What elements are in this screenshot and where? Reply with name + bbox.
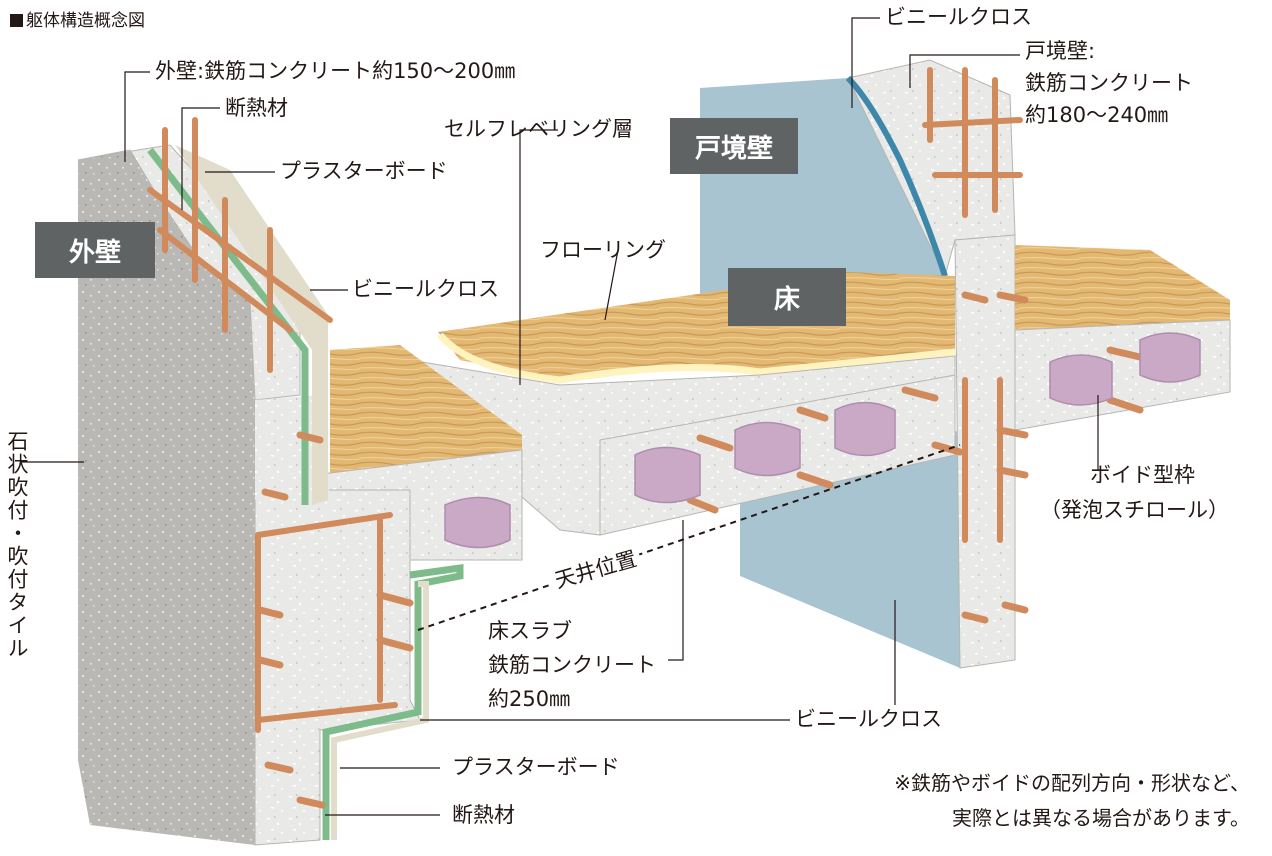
label-slab-1: 床スラブ: [488, 619, 572, 643]
label-plaster-board-bottom: プラスターボード: [452, 755, 620, 779]
label-slab-3: 約250㎜: [488, 687, 571, 711]
vinyl-cloth-edge: [845, 75, 948, 277]
title-text: 躯体構造概念図: [26, 11, 145, 31]
label-flooring: フローリング: [540, 238, 666, 262]
plaster-board-upper: [175, 145, 328, 505]
void-forms: [444, 332, 1201, 549]
tag-floor: 床: [728, 268, 846, 326]
note-line-2: 実際とは異なる場合があります。: [952, 806, 1250, 830]
label-boundary-wall-2: 鉄筋コンクリート: [1025, 71, 1193, 95]
tag-boundary-wall: 戸境壁: [670, 118, 798, 174]
label-self-leveling: セルフレベリング層: [444, 117, 633, 141]
disclaimer-note: ※鉄筋やボイドの配列方向・形状など、 実際とは異なる場合があります。: [894, 766, 1250, 836]
boundary-wall-section: [954, 234, 1016, 669]
rebar-ends: [256, 291, 1144, 809]
insulation-upper: [147, 147, 309, 505]
label-insulation-top: 断熱材: [225, 96, 288, 120]
diagram-title: 躯体構造概念図: [10, 6, 145, 31]
label-void-form-1: ボイド型枠: [1090, 463, 1195, 487]
label-boundary-wall-3: 約180〜240㎜: [1025, 103, 1169, 127]
tag-outer-wall: 外壁: [35, 222, 155, 278]
label-void-form-2: （発泡スチロール）: [1040, 498, 1229, 522]
label-insulation-bottom: 断熱材: [452, 803, 515, 827]
title-square-icon: [10, 14, 23, 27]
label-stone-finish: 石状吹付・吹付タイル: [5, 430, 29, 660]
exterior-wall-stone: [78, 150, 255, 845]
label-boundary-wall-1: 戸境壁:: [1025, 39, 1096, 63]
exterior-wall-side: [255, 395, 330, 500]
ceiling-line: [417, 444, 961, 631]
label-vinyl-cloth-bottom: ビニールクロス: [795, 707, 942, 731]
note-line-1: ※鉄筋やボイドの配列方向・形状など、: [894, 771, 1250, 795]
label-vinyl-cloth-top: ビニールクロス: [885, 5, 1032, 29]
left-flooring: [330, 345, 522, 480]
right-slab-top: [1015, 245, 1230, 330]
label-outer-wall-rc: 外壁:鉄筋コンクリート約150〜200㎜: [155, 59, 516, 83]
leader-lines: [20, 17, 1099, 816]
label-plaster-board-top: プラスターボード: [280, 159, 448, 183]
label-vinyl-cloth-left: ビニールクロス: [352, 277, 499, 301]
rebar-group: [147, 67, 1023, 733]
self-leveling-layer: [437, 332, 956, 384]
label-slab-2: 鉄筋コンクリート: [488, 653, 656, 677]
